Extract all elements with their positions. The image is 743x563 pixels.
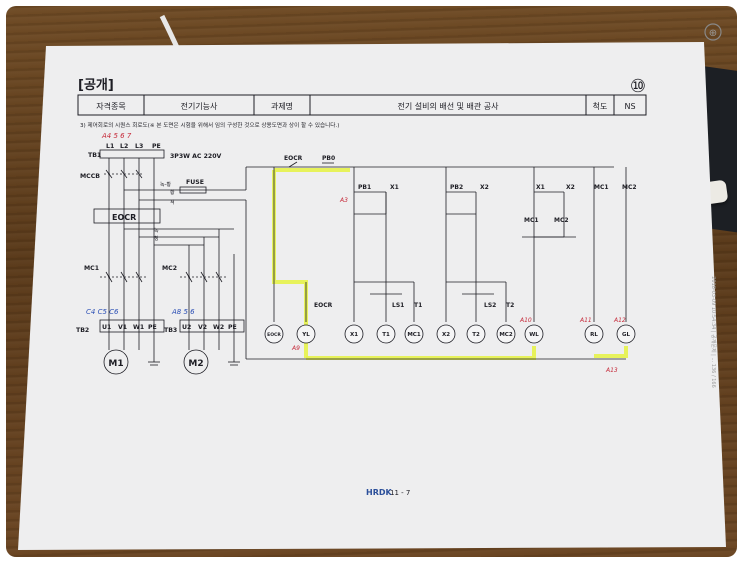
header-field3-label: 척도 [593, 102, 608, 111]
wire-green-label: 녹 [154, 228, 159, 234]
m1-label: M1 [108, 359, 123, 369]
load-t2: T2 [472, 332, 480, 338]
ls1-label: LS1 [392, 302, 404, 309]
header-table [77, 94, 647, 116]
pe2-label: PE [228, 324, 237, 331]
load-rl: RL [590, 332, 598, 338]
load-t1: T1 [382, 332, 390, 338]
load-yl: YL [301, 332, 310, 338]
l3-label: L3 [135, 143, 143, 150]
hand-a11: A11 [579, 317, 592, 324]
fuse-label: FUSE [186, 179, 204, 186]
wire-yellow-label: 황 [170, 189, 175, 196]
l2-label: L2 [120, 143, 128, 150]
v2-label: V2 [198, 324, 207, 331]
wire-green-yellow-label: 녹-황 [160, 181, 171, 188]
pb2-label: PB2 [450, 184, 463, 191]
x1-b-label: X1 [536, 184, 545, 191]
header-field3-value: NS [624, 102, 635, 111]
w1-label: W1 [133, 324, 144, 331]
mc2-power-label: MC2 [162, 265, 177, 272]
svg-text:⊕: ⊕ [709, 28, 717, 39]
hand-a13: A13 [605, 367, 618, 374]
hand-c2: A8 5 6 [171, 308, 195, 316]
footer-page: 11 - 7 [390, 489, 410, 497]
load-x1: X1 [350, 332, 358, 338]
x1-a-label: X1 [390, 184, 399, 191]
mc2-b-label: MC2 [554, 217, 569, 224]
tb3-label: TB3 [164, 327, 177, 334]
eocr-mid-label: EOCR [314, 302, 333, 309]
w2-label: W2 [213, 324, 224, 331]
load-wl: WL [529, 332, 539, 338]
header-field1-value: 전기기능사 [181, 101, 218, 111]
pe1-label: PE [148, 324, 157, 331]
mc1-power-label: MC1 [84, 265, 99, 272]
control-circuit [246, 161, 627, 360]
mccb-label: MCCB [80, 173, 100, 180]
v1-label: V1 [118, 324, 127, 331]
t2-label: T2 [506, 302, 514, 309]
section-label: [공개] [78, 78, 114, 93]
hand-a10: A10 [519, 317, 532, 324]
pb0-label: PB0 [322, 155, 335, 162]
control-loads [264, 324, 636, 344]
highlight-right [594, 346, 628, 358]
x2-b-label: X2 [566, 184, 575, 191]
load-x2: X2 [442, 332, 450, 338]
hand-a12: A12 [613, 317, 626, 324]
hand-a3: A3 [339, 197, 348, 204]
u1-label: U1 [102, 324, 111, 331]
header-field2-label: 과제명 [271, 101, 293, 111]
exam-sheet: [공개] ⑩ 자격종목 전기기능사 과제명 전기 설비의 배선 및 배관 공사 … [14, 32, 736, 552]
x2-a-label: X2 [480, 184, 489, 191]
side-stamp: 2018-03-09 10:54:34 | 공개문제 | ... 136 / 1… [710, 276, 717, 388]
pb1-label: PB1 [358, 184, 371, 191]
header-field2-value: 전기 설비의 배선 및 배관 공사 [397, 101, 499, 111]
eocr-power-label: EOCR [112, 213, 136, 222]
t1-label: T1 [414, 302, 422, 309]
mc1-b-label: MC1 [524, 217, 539, 224]
hand-a9: A9 [291, 345, 300, 352]
l1-label: L1 [106, 143, 114, 150]
tb1-label: TB1 [88, 152, 101, 159]
eocr-top-label: EOCR [284, 155, 303, 162]
watermark-icon: ⊕ [704, 23, 722, 41]
wire-red-label: 적 [170, 199, 175, 206]
power-circuit [93, 149, 247, 375]
header-field1-label: 자격종목 [96, 101, 125, 111]
paper-sheet [18, 42, 726, 550]
load-eocr: EOCR [267, 332, 281, 338]
load-gl: GL [622, 332, 631, 338]
subtitle: 3) 제어회로의 시퀀스 회로도(※ 본 도면은 시험을 위해서 임의 구성한 … [80, 121, 339, 129]
footer-logo: HRDK [366, 488, 392, 497]
load-mc2: MC2 [499, 332, 513, 338]
u2-label: U2 [182, 324, 191, 331]
m2-label: M2 [188, 359, 203, 369]
hand-top: A4 5 6 7 [101, 132, 132, 140]
tb2-label: TB2 [76, 327, 89, 334]
highlight-bottom [306, 346, 536, 360]
pe-label: PE [152, 143, 161, 150]
photo-frame: ⊕ [공개] ⑩ 자격종목 전기기능사 과제명 전기 설비의 배선 및 배관 공… [6, 6, 737, 557]
supply-label: 3P3W AC 220V [170, 153, 222, 160]
wire-blue-label: 청 [154, 236, 159, 242]
mc1-a-label: MC1 [594, 184, 609, 191]
ls2-label: LS2 [484, 302, 496, 309]
mc2-a-label: MC2 [622, 184, 637, 191]
page-number-circle: ⑩ [630, 76, 646, 97]
load-mc1: MC1 [407, 332, 421, 338]
hand-c1: C4 C5 C6 [86, 308, 119, 316]
